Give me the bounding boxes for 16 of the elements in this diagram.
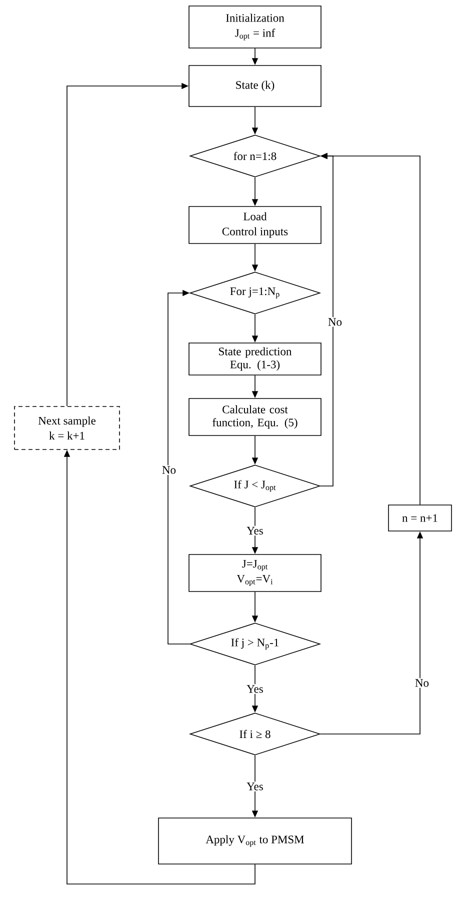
process-box: State (k) <box>188 65 322 107</box>
edge-label: No <box>414 678 430 688</box>
process-box: Apply V$_{opt}$ to PMSM <box>158 818 352 864</box>
process-box: State prediction Equ. (1-3) <box>188 342 322 376</box>
edge-label: No <box>160 465 178 475</box>
edge-label: Yes <box>246 782 264 792</box>
process-box: J=J$_{opt}$ V$_{opt}$=V$_{i}$ <box>188 554 322 592</box>
process-box: Next sample k = k+1 <box>14 406 120 450</box>
process-box: Load Control inputs <box>188 206 322 244</box>
edge-label: Yes <box>246 526 264 536</box>
process-box: n = n+1 <box>388 504 452 532</box>
edge-label: Yes <box>246 684 264 694</box>
process-box: Calculate cost function, Equ. (5) <box>188 398 322 436</box>
arrow <box>168 290 190 644</box>
process-box: Initialization J$_{opt}$ = inf <box>188 6 322 48</box>
edge-label: No <box>326 317 344 327</box>
